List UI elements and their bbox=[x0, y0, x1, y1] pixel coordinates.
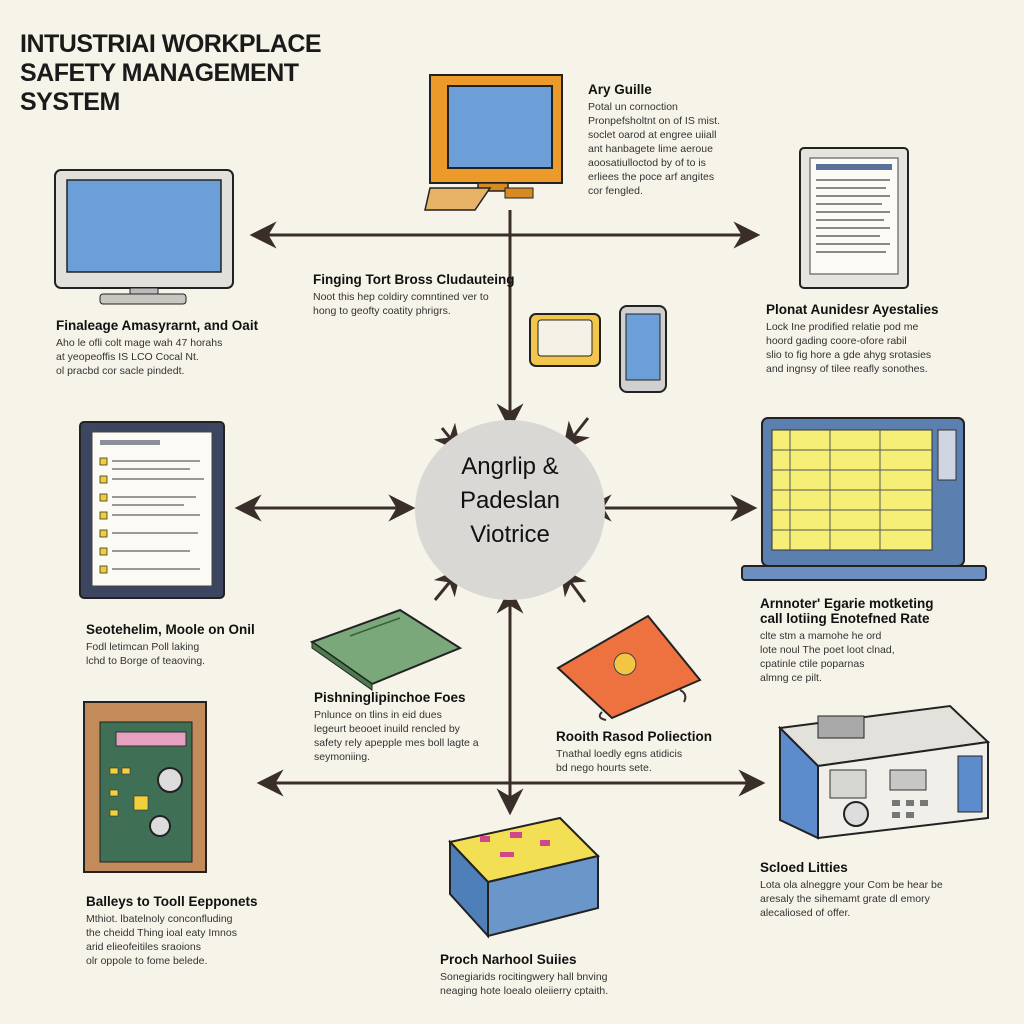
node-desc-line: Lock Ine prodified relatie pod me bbox=[766, 321, 919, 333]
small-tablet-icon bbox=[529, 313, 601, 367]
node-heading: Rooith Rasod Poliection bbox=[556, 729, 713, 744]
node-desc-line: Sonegiarids rocitingwery hall bnving bbox=[440, 971, 608, 983]
node-desc-line: erliees the poce arf angites bbox=[588, 171, 715, 183]
node-desc-line: bd nego hourts sete. bbox=[556, 762, 652, 774]
node-heading: Finaleage Amasyrarnt, and Oait bbox=[56, 318, 259, 333]
node-mid-left[interactable]: Seotehelim, Moole on Onil Fodl letimcan … bbox=[86, 622, 255, 668]
desktop-monitor-icon bbox=[54, 169, 234, 305]
node-upper-left[interactable]: Finaleage Amasyrarnt, and Oait Aho le of… bbox=[56, 318, 258, 378]
node-mid-right[interactable]: Arnnoter' Egarie motketing call lotiing … bbox=[760, 596, 933, 685]
node-desc-line: and ingnsy of tilee reafly sonothes. bbox=[766, 363, 928, 375]
node-desc-line: the cheidd Thing ioal eaty Imnos bbox=[86, 927, 237, 939]
node-heading: Arnnoter' Egarie motketing bbox=[760, 596, 934, 611]
node-desc-line: Pronpefsholtnt on of IS mist. bbox=[588, 115, 720, 127]
node-desc-line: lote noul The poet loot clnad, bbox=[760, 644, 895, 656]
node-desc-line: Lota ola alneggre your Com be hear be bbox=[760, 879, 943, 891]
node-desc-line: cpatinle ctile poparnas bbox=[760, 658, 865, 670]
node-desc-line: Pnlunce on tlins in eid dues bbox=[314, 709, 442, 721]
title-line-2: SAFETY MANAGEMENT bbox=[20, 59, 299, 87]
node-desc-line: hong to geofty coatity phrigrs. bbox=[313, 305, 451, 317]
node-heading: Plonat Aunidesr Ayestalies bbox=[766, 302, 939, 317]
node-desc-line: ant hanbagete lime aeroue bbox=[588, 143, 713, 155]
node-heading: Seotehelim, Moole on Onil bbox=[86, 622, 255, 637]
node-desc-line: Aho le ofli colt mage wah 47 horahs bbox=[56, 337, 223, 349]
node-heading: Finging Tort Bross Cludauteing bbox=[313, 272, 515, 287]
node-desc-line: clte stm a mamohe he ord bbox=[760, 630, 882, 642]
node-heading: Scloed Litties bbox=[760, 860, 848, 875]
node-heading: Pishninglipinchoe Foes bbox=[314, 690, 466, 705]
node-desc-line: Fodl letimcan Poll laking bbox=[86, 641, 200, 653]
hub-label: Angrlip & Padeslan Viotrice bbox=[415, 450, 605, 552]
node-heading: Ary Guille bbox=[588, 82, 652, 97]
node-desc-line: alecaliosed of offer. bbox=[760, 907, 851, 919]
node-desc-line: aoosatiulloctod by of to is bbox=[588, 157, 706, 169]
node-bottom-center[interactable]: Proch Narhool Suiies Sonegiarids rocitin… bbox=[440, 952, 608, 998]
document-tablet-icon bbox=[799, 147, 909, 289]
central-hub[interactable]: Angrlip & Padeslan Viotrice bbox=[415, 420, 605, 600]
node-desc-line: cor fengled. bbox=[588, 185, 643, 197]
node-desc-line: ol pracbd cor sacle pindedt. bbox=[56, 365, 185, 377]
title-line-3: SYSTEM bbox=[20, 88, 120, 116]
laptop-spreadsheet-icon bbox=[741, 417, 987, 581]
checklist-tablet-icon bbox=[79, 421, 225, 599]
control-panel-icon bbox=[83, 701, 207, 873]
title-line-1: INTUSTRIAI WORKPLACE bbox=[20, 30, 322, 58]
smartphone-icon bbox=[619, 305, 667, 393]
node-desc-line: safety rely apepple mes boll lagte a bbox=[314, 737, 479, 749]
node-center-left[interactable]: Pishninglipinchoe Foes Pnlunce on tlins … bbox=[314, 690, 479, 764]
hub-line-3: Viotrice bbox=[470, 521, 550, 548]
node-desc-line: Tnathal loedly egns atidicis bbox=[556, 748, 683, 760]
hub-line-2: Padeslan bbox=[459, 487, 561, 514]
node-desc-line: aresaly the sihemamt grate dl emory bbox=[760, 893, 930, 905]
node-desc-line: slio to fig hore a gde ahyg srotasies bbox=[766, 349, 932, 361]
node-desc-line: arid elieofeitiles sraoions bbox=[86, 941, 201, 953]
node-desc-line: legeurt beooet inuild rencled by bbox=[314, 723, 460, 735]
hub-line-1: Angrlip & bbox=[461, 453, 559, 480]
lab-instrument-icon bbox=[777, 704, 991, 840]
node-desc-line: almng ce pilt. bbox=[760, 672, 822, 684]
node-mid-left-top[interactable]: Finging Tort Bross Cludauteing Noot this… bbox=[313, 272, 515, 318]
node-bottom-left[interactable]: Balleys to Tooll Eepponets Mthiot. lbate… bbox=[86, 894, 258, 968]
node-desc-line: neaging hote loealo oleiierry cptaith. bbox=[440, 985, 609, 997]
orange-monitor-icon bbox=[424, 74, 563, 211]
orange-binder-icon bbox=[556, 614, 702, 721]
node-desc-line: seymoniing. bbox=[314, 751, 371, 763]
node-heading-line-2: call lotiing Enotefned Rate bbox=[760, 611, 930, 626]
green-manual-icon bbox=[309, 608, 463, 691]
node-desc-line: Noot this hep coldiry comntined ver to bbox=[313, 291, 489, 303]
node-center-right[interactable]: Rooith Rasod Poliection Tnathal loedly e… bbox=[556, 729, 712, 775]
node-desc-line: at yeopeoffis IS LCO Cocal Nt. bbox=[56, 351, 199, 363]
node-top-center[interactable]: Ary Guille Potal un cornoction Pronpefsh… bbox=[588, 82, 720, 198]
node-heading: Balleys to Tooll Eepponets bbox=[86, 894, 258, 909]
node-desc-line: soclet oarod at engree uiiall bbox=[588, 129, 717, 141]
node-desc-line: lchd to Borge of teaoving. bbox=[86, 655, 206, 667]
node-bottom-right[interactable]: Scloed Litties Lota ola alneggre your Co… bbox=[760, 860, 943, 920]
node-desc-line: olr oppole to fome belede. bbox=[86, 955, 208, 967]
page-title: INTUSTRIAI WORKPLACE SAFETY MANAGEMENT S… bbox=[20, 30, 322, 117]
electronics-kit-icon bbox=[448, 816, 600, 939]
node-desc-line: Mthiot. lbatelnoly conconfluding bbox=[86, 913, 233, 925]
node-desc-line: Potal un cornoction bbox=[588, 101, 678, 113]
node-heading: Proch Narhool Suiies bbox=[440, 952, 577, 967]
node-upper-right[interactable]: Plonat Aunidesr Ayestalies Lock Ine prod… bbox=[766, 302, 939, 376]
node-desc-line: hoord gading coore-ofore rabil bbox=[766, 335, 907, 347]
